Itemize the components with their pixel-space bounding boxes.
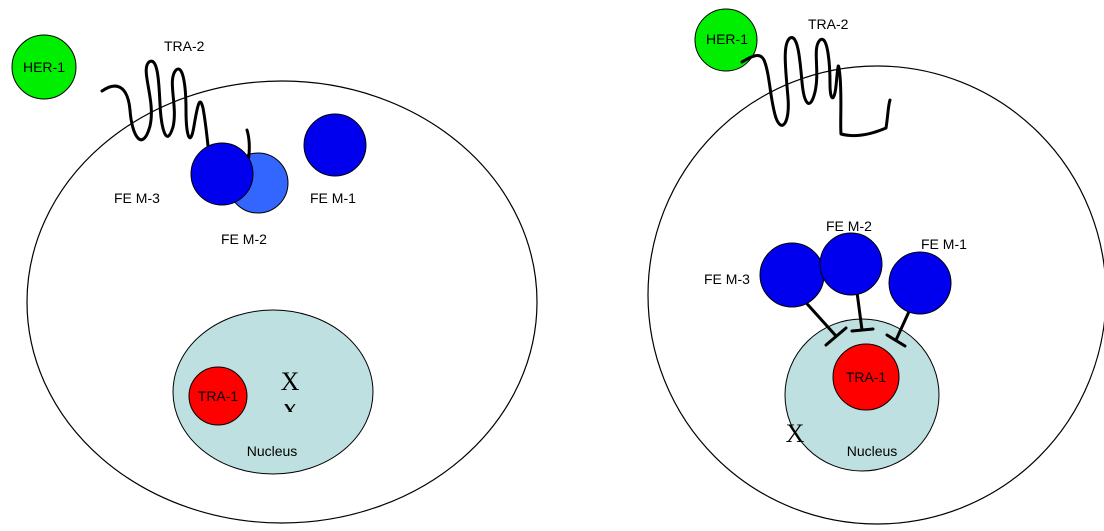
right-cell: X TRA-1 Nucleus FE M-3 FE M-2 FE M-1 HER… (647, 8, 1104, 525)
left-her1-ligand (11, 34, 77, 100)
left-fem2-label: FE M-2 (221, 231, 267, 247)
left-fem1-protein (303, 113, 367, 177)
left-fem1-label: FE M-1 (310, 190, 356, 206)
left-tra1-label: TRA-1 (198, 388, 239, 404)
right-her1-label: HER-1 (706, 31, 748, 47)
left-fem3-protein (190, 142, 254, 206)
left-tra1-protein (188, 366, 248, 426)
left-x-chromosome-label-partial: X (281, 397, 300, 426)
left-nucleus-label: Nucleus (247, 443, 298, 459)
right-cell-membrane (647, 65, 1104, 525)
right-fem2-label: FE M-2 (826, 218, 872, 234)
right-tra2-protein (740, 36, 892, 138)
right-x-chromosome-label: X (786, 419, 805, 448)
right-fem1-protein (888, 251, 952, 315)
left-tra2-label: TRA-2 (164, 38, 205, 54)
right-fem1-label: FE M-1 (921, 236, 967, 252)
right-tra2-label: TRA-2 (808, 16, 849, 32)
left-cell-membrane (26, 80, 538, 524)
right-tra1-protein (832, 343, 900, 411)
right-fem3-protein (759, 242, 825, 308)
left-fem3-label: FE M-3 (114, 190, 160, 206)
left-her1-label: HER-1 (23, 59, 65, 75)
right-fem3-label: FE M-3 (704, 271, 750, 287)
right-fem2-protein (819, 232, 883, 296)
left-nucleus (172, 309, 374, 475)
left-cell: TRA-1 X X Nucleus TRA-2 HER-1 FE M-3 FE … (11, 34, 538, 524)
right-her1-ligand (694, 8, 758, 72)
left-x-chromosome-label: X (281, 367, 300, 396)
right-tra1-label: TRA-1 (846, 369, 887, 385)
right-nucleus-label: Nucleus (847, 443, 898, 459)
left-tra2-protein (100, 59, 212, 164)
